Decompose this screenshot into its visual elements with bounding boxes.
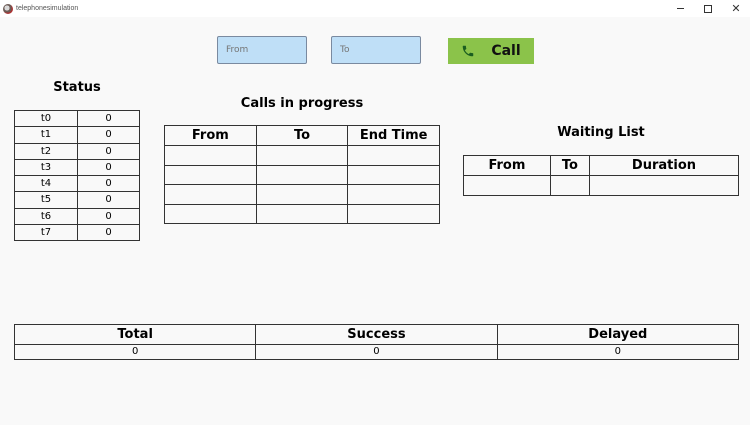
table-row (164, 164, 440, 185)
table-cell (255, 184, 349, 205)
status-row-value: 0 (77, 191, 140, 209)
table-cell (463, 175, 551, 196)
table-cell (164, 203, 257, 224)
status-row-name: t7 (14, 223, 78, 242)
status-heading: Status (53, 80, 101, 95)
status-row-name: t4 (14, 174, 78, 193)
table-row (463, 175, 740, 196)
table-cell (347, 164, 440, 185)
total-value: 0 (13, 344, 257, 360)
summary-values-row: 0 0 0 (13, 344, 740, 360)
column-header-to: To (255, 125, 349, 146)
column-header-to: To (549, 155, 590, 176)
table-cell (255, 145, 349, 166)
status-row-name: t2 (14, 142, 78, 160)
delayed-header: Delayed (496, 324, 740, 345)
calls-in-progress-heading: Calls in progress (240, 96, 364, 111)
success-value: 0 (255, 344, 498, 360)
table-row (164, 203, 440, 224)
status-row-value: 0 (77, 109, 140, 128)
status-row-name: t1 (14, 126, 78, 144)
status-row-name: t6 (14, 207, 78, 225)
window-controls: ✕ (666, 0, 750, 17)
total-header: Total (13, 324, 257, 345)
table-cell (347, 145, 440, 166)
title-bar: telephonesimulation ✕ (0, 0, 750, 17)
app-icon (3, 3, 13, 14)
call-button[interactable]: Call (448, 38, 534, 64)
status-row-value: 0 (77, 223, 140, 242)
calls-in-progress-table: From To End Time (164, 125, 440, 224)
table-cell (164, 145, 257, 166)
column-header-from: From (164, 125, 257, 146)
call-button-label: Call (491, 43, 521, 59)
summary-table: Total Success Delayed 0 0 0 (13, 324, 740, 360)
table-cell (255, 164, 349, 185)
table-cell (164, 164, 257, 185)
table-cell (588, 175, 740, 196)
status-row-value: 0 (77, 142, 140, 160)
status-row-name: t3 (14, 158, 78, 177)
waiting-list-heading: Waiting List (557, 125, 645, 140)
column-header-duration: Duration (588, 155, 740, 176)
minimize-icon[interactable] (666, 0, 694, 17)
status-row-value: 0 (77, 207, 140, 225)
table-row (164, 184, 440, 205)
table-cell (549, 175, 590, 196)
status-row-value: 0 (77, 158, 140, 177)
from-input[interactable] (217, 36, 307, 64)
to-input[interactable] (331, 36, 421, 64)
table-cell (164, 184, 257, 205)
maximize-icon[interactable] (694, 0, 722, 17)
phone-icon (463, 45, 474, 57)
column-header-from: From (463, 155, 551, 176)
status-row-name: t0 (14, 109, 78, 128)
status-row-name: t5 (14, 191, 78, 209)
waiting-list-table: From To Duration (463, 155, 740, 196)
table-cell (347, 203, 440, 224)
status-row-value: 0 (77, 174, 140, 193)
table-row (164, 145, 440, 166)
window-title: telephonesimulation (16, 5, 79, 12)
column-header-end-time: End Time (347, 125, 440, 146)
close-icon[interactable]: ✕ (731, 3, 741, 15)
success-header: Success (255, 324, 498, 345)
table-cell (347, 184, 440, 205)
delayed-value: 0 (496, 344, 740, 360)
status-row-value: 0 (77, 126, 140, 144)
table-cell (255, 203, 349, 224)
